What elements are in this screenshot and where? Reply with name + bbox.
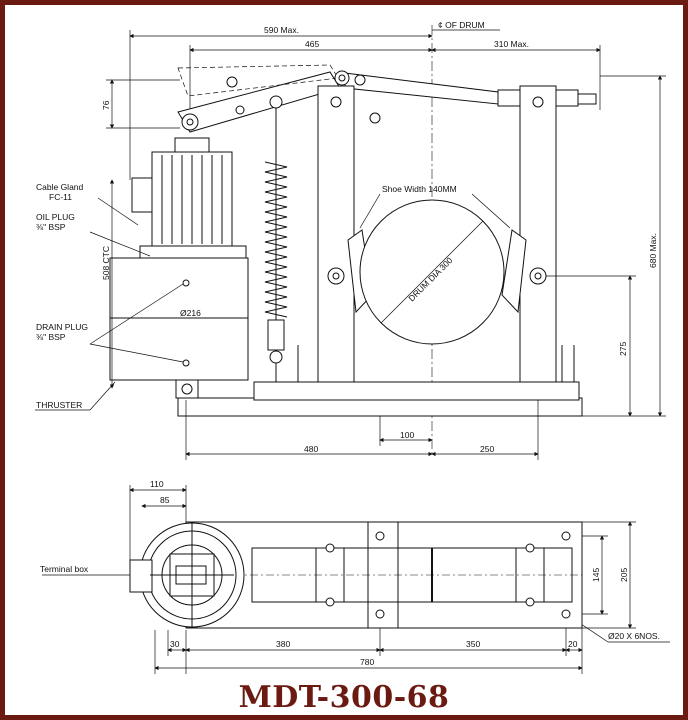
- dim-76: 76: [101, 100, 111, 110]
- drum-diameter-line: [380, 220, 484, 324]
- drain-plug-size: ⅜" BSP: [36, 332, 66, 342]
- dim-250: 250: [480, 444, 494, 454]
- dimension-lines-right: [109, 75, 666, 417]
- plan-base: [185, 521, 583, 629]
- drain-plug-label: DRAIN PLUG: [36, 322, 88, 332]
- model-title: MDT-300-68: [238, 680, 450, 715]
- dim-590-max: 590 Max.: [264, 25, 299, 35]
- dim-275: 275: [618, 342, 628, 356]
- dim-20: 20: [568, 639, 578, 649]
- center-of-drum-label: ¢ OF DRUM: [438, 20, 485, 30]
- dim-85: 85: [160, 495, 170, 505]
- dim-508-ctc: 508 CTC: [101, 246, 111, 280]
- spring-assembly: [264, 108, 288, 402]
- plan-thruster: [129, 522, 245, 628]
- thruster-body: [109, 137, 249, 399]
- base-plate: [177, 345, 583, 417]
- dim-110: 110: [150, 479, 164, 489]
- shoe-width-label: Shoe Width 140MM: [382, 184, 457, 194]
- dim-780: 780: [360, 657, 374, 667]
- lever-arm: [177, 64, 597, 133]
- dimension-lines-top: [106, 29, 601, 180]
- dim-30: 30: [170, 639, 180, 649]
- leader-lines: [35, 193, 511, 411]
- dim-380: 380: [276, 639, 290, 649]
- dim-350: 350: [466, 639, 480, 649]
- dim-310-max: 310 Max.: [494, 39, 529, 49]
- cable-gland-code: FC-11: [49, 192, 72, 202]
- dim-480: 480: [304, 444, 318, 454]
- dim-100: 100: [400, 430, 414, 440]
- thruster-diameter: Ø216: [180, 308, 201, 318]
- dim-465: 465: [305, 39, 319, 49]
- thruster-label: THRUSTER: [36, 400, 82, 410]
- dim-205: 205: [619, 568, 629, 582]
- plan-dimensions: [42, 485, 670, 674]
- cable-gland-label: Cable Gland: [36, 182, 84, 192]
- dim-145: 145: [591, 568, 601, 582]
- oil-plug-label: OIL PLUG: [36, 212, 75, 222]
- terminal-box-label: Terminal box: [40, 564, 89, 574]
- dim-680-max: 680 Max.: [648, 233, 658, 268]
- dimension-lines-bottom: [185, 400, 539, 460]
- oil-plug-size: ⅜" BSP: [36, 222, 66, 232]
- holes-label: Ø20 X 6NOS.: [608, 631, 660, 641]
